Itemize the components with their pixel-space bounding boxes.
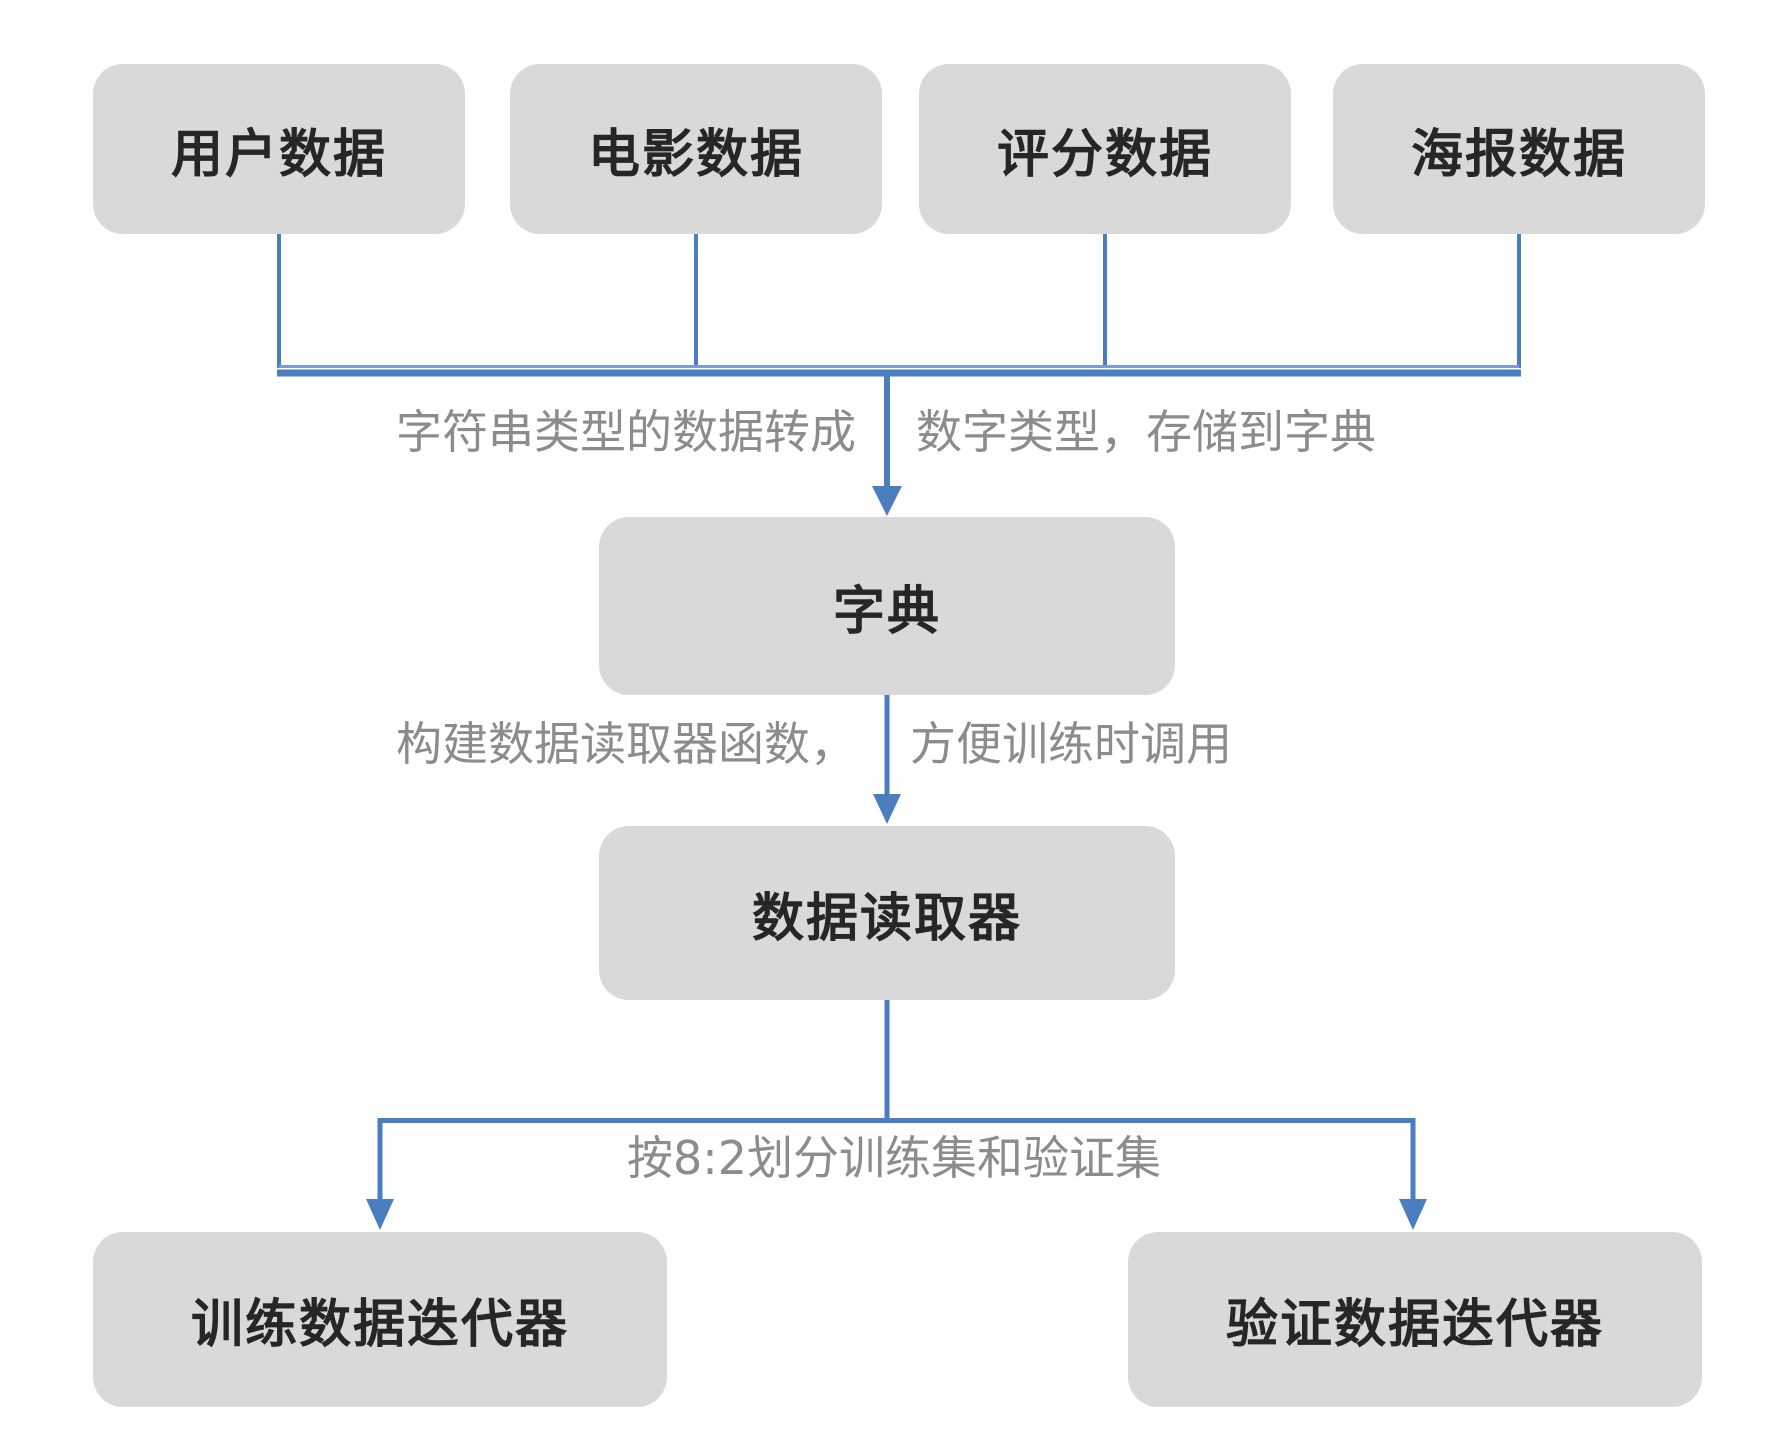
node-dictionary: 字典 — [599, 517, 1175, 695]
arrow-into-validation-icon — [1399, 1199, 1427, 1230]
node-data-reader: 数据读取器 — [599, 826, 1175, 1000]
node-rating-data: 评分数据 — [919, 64, 1291, 234]
arrow-into-dictionary-icon — [872, 486, 902, 516]
step2-label-left: 构建数据读取器函数， — [396, 717, 856, 771]
split-label: 按8:2划分训练集和验证集 — [626, 1131, 1162, 1185]
step1-label-left: 字符串类型的数据转成 — [396, 405, 856, 459]
node-poster-data: 海报数据 — [1333, 64, 1705, 234]
node-validation-iterator: 验证数据迭代器 — [1128, 1232, 1702, 1407]
step2-label-right: 方便训练时调用 — [910, 717, 1232, 771]
node-user-data: 用户数据 — [93, 64, 465, 234]
node-movie-data: 电影数据 — [510, 64, 882, 234]
step1-label-right: 数字类型，存储到字典 — [916, 405, 1376, 459]
node-train-iterator: 训练数据迭代器 — [93, 1232, 667, 1407]
arrow-into-reader-icon — [873, 794, 901, 824]
arrow-into-train-icon — [366, 1199, 394, 1230]
